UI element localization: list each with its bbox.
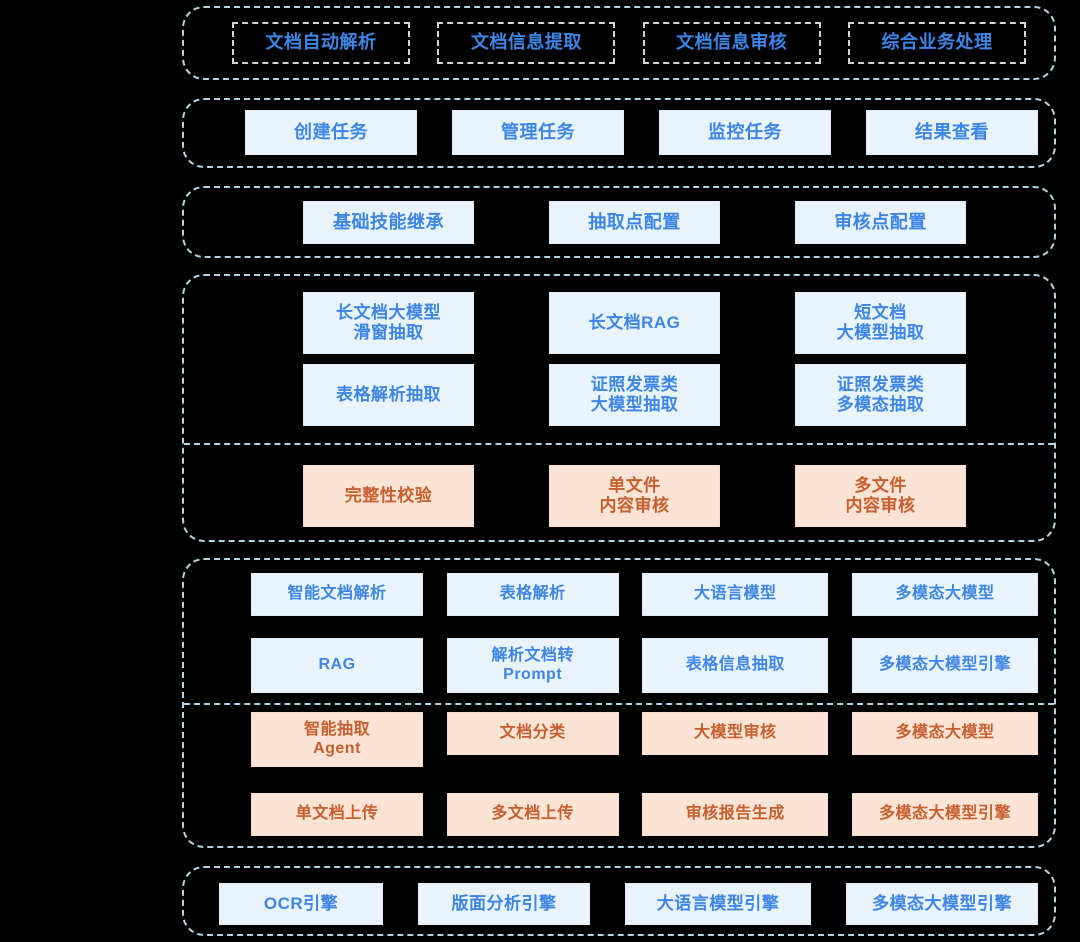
- chip-integrated-business[interactable]: 综合业务处理: [847, 22, 1026, 64]
- chip-cert-invoice-multimodal-extract[interactable]: 证照发票类 多模态抽取: [795, 364, 966, 426]
- row-extraction-a: 长文档大模型 滑窗抽取 长文档RAG 短文档 大模型抽取: [303, 292, 966, 354]
- panel-divider-capability: [184, 703, 1054, 705]
- chip-parsed-doc-to-prompt[interactable]: 解析文档转 Prompt: [446, 638, 619, 693]
- row-audit-c: 完整性校验 单文件 内容审核 多文件 内容审核: [303, 465, 966, 527]
- chip-doc-info-extract[interactable]: 文档信息提取: [437, 22, 616, 64]
- row-task-management: 创建任务 管理任务 监控任务 结果查看: [245, 110, 1038, 155]
- chip-multi-doc-upload[interactable]: 多文档上传: [446, 793, 619, 836]
- panel-engine: [182, 866, 1056, 936]
- chip-intelligent-doc-parse[interactable]: 智能文档解析: [251, 573, 423, 616]
- chip-doc-auto-parse[interactable]: 文档自动解析: [232, 22, 410, 64]
- panel-business-scenario: [182, 6, 1056, 80]
- row-extraction-b: 表格解析抽取 证照发票类 大模型抽取 证照发票类 多模态抽取: [303, 364, 966, 426]
- chip-monitor-task[interactable]: 监控任务: [659, 110, 831, 155]
- row-capability-d: 单文档上传 多文档上传 审核报告生成 多模态大模型引擎: [251, 793, 1038, 836]
- chip-doc-classification[interactable]: 文档分类: [446, 712, 619, 755]
- chip-doc-info-audit[interactable]: 文档信息审核: [642, 22, 821, 64]
- chip-ocr-engine[interactable]: OCR引擎: [219, 883, 383, 925]
- chip-multi-file-content-audit[interactable]: 多文件 内容审核: [795, 465, 966, 527]
- chip-layout-analysis-engine[interactable]: 版面分析引擎: [418, 883, 590, 925]
- chip-table-parse[interactable]: 表格解析: [446, 573, 619, 616]
- row-engine: OCR引擎 版面分析引擎 大语言模型引擎 多模态大模型引擎: [219, 883, 1038, 925]
- chip-large-model-audit[interactable]: 大模型审核: [642, 712, 829, 755]
- chip-view-result[interactable]: 结果查看: [866, 110, 1038, 155]
- chip-single-doc-upload[interactable]: 单文档上传: [251, 793, 423, 836]
- row-skill-config: 基础技能继承 抽取点配置 审核点配置: [303, 201, 966, 244]
- chip-multimodal-engine[interactable]: 多模态大模型引擎: [846, 883, 1038, 925]
- chip-multimodal-large-model-2[interactable]: 多模态大模型: [851, 712, 1038, 755]
- row-capability-a: 智能文档解析 表格解析 大语言模型 多模态大模型: [251, 573, 1038, 616]
- chip-table-parse-extract[interactable]: 表格解析抽取: [303, 364, 474, 426]
- chip-multimodal-large-model[interactable]: 多模态大模型: [851, 573, 1038, 616]
- chip-intelligent-extract-agent[interactable]: 智能抽取 Agent: [251, 712, 423, 767]
- chip-integrity-check[interactable]: 完整性校验: [303, 465, 474, 527]
- panel-capability: [182, 558, 1056, 848]
- chip-short-doc-llm-extract[interactable]: 短文档 大模型抽取: [795, 292, 966, 354]
- chip-large-language-model[interactable]: 大语言模型: [642, 573, 829, 616]
- chip-multimodal-large-model-engine-2[interactable]: 多模态大模型引擎: [851, 793, 1038, 836]
- chip-extract-point-config[interactable]: 抽取点配置: [549, 201, 720, 244]
- chip-table-info-extract[interactable]: 表格信息抽取: [642, 638, 829, 693]
- panel-divider-extraction-audit: [184, 443, 1054, 445]
- row-capability-b: RAG 解析文档转 Prompt 表格信息抽取 多模态大模型引擎: [251, 638, 1038, 693]
- row-capability-c: 智能抽取 Agent 文档分类 大模型审核 多模态大模型: [251, 712, 1038, 767]
- chip-base-skill-inherit[interactable]: 基础技能继承: [303, 201, 474, 244]
- chip-multimodal-large-model-engine[interactable]: 多模态大模型引擎: [851, 638, 1038, 693]
- chip-long-doc-rag[interactable]: 长文档RAG: [549, 292, 720, 354]
- panel-skill-config: [182, 186, 1056, 258]
- row-business-scenario: 文档自动解析 文档信息提取 文档信息审核 综合业务处理: [232, 22, 1026, 64]
- chip-create-task[interactable]: 创建任务: [245, 110, 417, 155]
- panel-task-management: [182, 98, 1056, 168]
- chip-cert-invoice-llm-extract[interactable]: 证照发票类 大模型抽取: [549, 364, 720, 426]
- chip-audit-report-generation[interactable]: 审核报告生成: [642, 793, 829, 836]
- chip-audit-point-config[interactable]: 审核点配置: [795, 201, 966, 244]
- chip-manage-task[interactable]: 管理任务: [452, 110, 624, 155]
- panel-extraction-audit: [182, 274, 1056, 542]
- chip-rag[interactable]: RAG: [251, 638, 423, 693]
- chip-single-file-content-audit[interactable]: 单文件 内容审核: [549, 465, 720, 527]
- chip-long-doc-llm-window[interactable]: 长文档大模型 滑窗抽取: [303, 292, 474, 354]
- chip-llm-engine[interactable]: 大语言模型引擎: [625, 883, 811, 925]
